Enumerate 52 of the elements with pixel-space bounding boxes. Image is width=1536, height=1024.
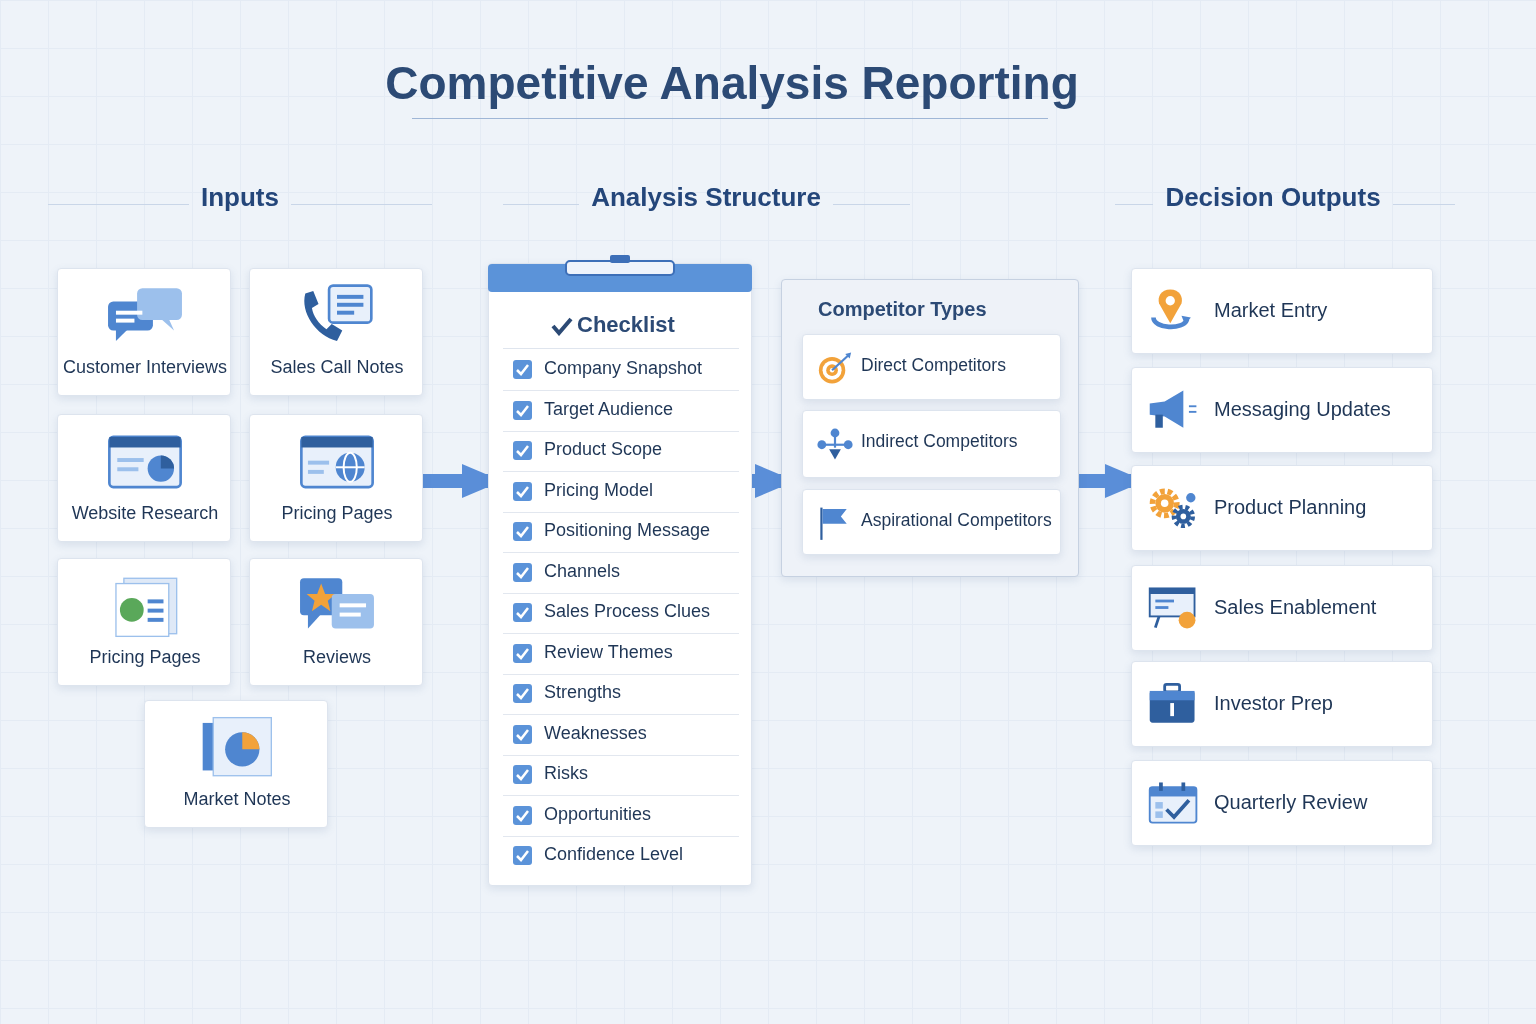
output-card xyxy=(1131,367,1433,453)
card-label: Product Planning xyxy=(1214,496,1367,519)
card-label: Reviews xyxy=(302,647,372,668)
input-card xyxy=(57,414,231,542)
checklist-item: Confidence Level xyxy=(544,844,684,865)
card-label: Direct Competitors xyxy=(861,355,1006,376)
input-card xyxy=(57,558,231,686)
card-label: Indirect Competitors xyxy=(861,431,1018,452)
checklist-item: Risks xyxy=(544,763,588,784)
category-panel xyxy=(781,279,1079,577)
card-label: Sales Enablement xyxy=(1214,596,1377,619)
checklist-item: Pricing Model xyxy=(544,479,654,501)
category-card xyxy=(802,489,1061,555)
input-card xyxy=(57,268,231,396)
card-label: Market Notes xyxy=(182,789,292,810)
card-label: Market Entry xyxy=(1214,299,1328,322)
checklist-item: Product Scope xyxy=(544,439,663,460)
category-card xyxy=(802,334,1061,400)
output-card xyxy=(1131,465,1433,551)
checklist-item: Positioning Message xyxy=(544,520,711,541)
checklist-item: Weaknesses xyxy=(544,722,647,744)
input-card xyxy=(144,700,328,828)
card-label: Pricing Pages xyxy=(280,503,394,524)
category-card xyxy=(802,410,1061,478)
checklist-item: Channels xyxy=(544,560,621,582)
card-label: Quarterly Review xyxy=(1214,791,1368,814)
checklist-item: Opportunities xyxy=(544,803,652,825)
checklist-item: Review Themes xyxy=(544,641,673,663)
panel-heading: Competitor Types xyxy=(818,298,987,321)
card-label: Customer Interviews xyxy=(61,357,229,378)
card-label: Messaging Updates xyxy=(1214,398,1391,421)
output-card xyxy=(1131,760,1433,846)
checklist-heading: Checklist xyxy=(577,312,675,338)
input-card xyxy=(249,268,423,396)
checklist-item: Company Snapshot xyxy=(544,358,703,379)
output-card xyxy=(1131,661,1433,747)
section-heading: Inputs xyxy=(201,182,279,213)
card-label: Aspirational Competitors xyxy=(861,510,1052,531)
card-label: Investor Prep xyxy=(1214,692,1333,715)
card-label: Website Research xyxy=(70,503,220,524)
checklist-item: Strengths xyxy=(544,682,622,703)
input-card xyxy=(249,558,423,686)
checklist-item: Sales Process Clues xyxy=(544,601,711,622)
card-label: Pricing Pages xyxy=(88,647,202,668)
diagram-title: Competitive Analysis Reporting xyxy=(384,56,1080,110)
card-label: Sales Call Notes xyxy=(269,357,405,378)
checklist-item: Target Audience xyxy=(544,398,674,420)
section-heading: Analysis Structure xyxy=(591,182,821,213)
input-card xyxy=(249,414,423,542)
output-card xyxy=(1131,565,1433,651)
output-card xyxy=(1131,268,1433,354)
section-heading: Decision Outputs xyxy=(1165,182,1381,213)
